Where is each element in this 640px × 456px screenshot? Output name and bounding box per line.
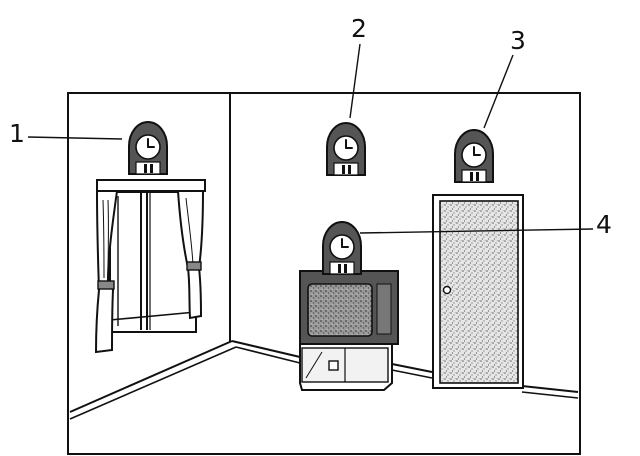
curtain-left <box>94 190 119 354</box>
wall-clock-3-icon <box>454 129 494 183</box>
curtain-right <box>176 190 205 320</box>
door <box>432 194 524 389</box>
wall-clock-2-icon <box>326 122 366 176</box>
callout-label-2: 2 <box>351 14 367 43</box>
wall-clock-1-icon <box>128 121 168 175</box>
window <box>96 179 206 333</box>
tv-stand <box>299 341 393 391</box>
callout-leaders <box>27 43 594 234</box>
callout-label-3: 3 <box>510 26 526 55</box>
room-outline <box>67 92 581 455</box>
wall-clock-4-icon <box>322 221 362 275</box>
callout-label-1: 1 <box>9 119 25 148</box>
television-icon <box>299 270 399 345</box>
callout-label-4: 4 <box>596 210 612 239</box>
